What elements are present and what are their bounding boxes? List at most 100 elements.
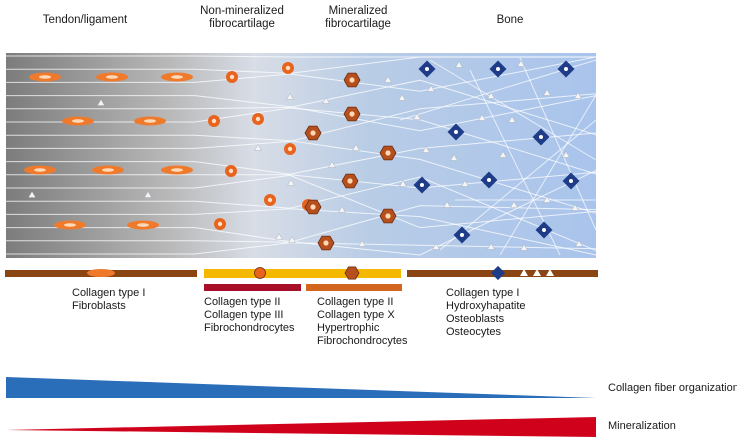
hypertrophic-nucleus — [310, 130, 316, 136]
fibroblast-nucleus — [39, 75, 51, 79]
mineral-crystal — [517, 60, 525, 67]
cells — [24, 60, 583, 251]
wedges — [6, 377, 596, 437]
bone-bar-crystal-icon — [520, 269, 528, 276]
collagen-fiber — [6, 93, 597, 149]
zone-title-min: Mineralized fibrocartilage — [308, 5, 408, 31]
caption-tendon: Collagen type I Fibroblasts — [72, 287, 145, 313]
zone-title-line: fibrocartilage — [209, 18, 275, 30]
mineral-crystal — [487, 92, 495, 99]
collagen-fiber — [6, 107, 597, 175]
collagen-fiber — [6, 242, 597, 255]
mineralization-wedge — [6, 417, 596, 437]
caption-line: Collagen type I — [72, 287, 146, 299]
zone-title-bone: Bone — [475, 14, 545, 27]
hypertrophic-nucleus — [347, 178, 353, 184]
mineral-crystal — [328, 161, 336, 168]
collagen-fiber — [6, 208, 597, 256]
osteocyte-nucleus — [564, 67, 568, 71]
mineral-crystal — [144, 191, 152, 198]
mineral-crystal — [287, 179, 295, 186]
caption-line: Hydroxyhapatite — [446, 300, 526, 312]
caption-min: Collagen type II Collagen type X Hypertr… — [317, 296, 408, 348]
mineral-crystal — [499, 151, 507, 158]
collagen-fiber — [499, 94, 597, 256]
mineral-crystal — [422, 146, 430, 153]
caption-nonmin: Collagen type II Collagen type III Fibro… — [204, 296, 295, 335]
tendon-bar-fibroblast-icon — [87, 269, 115, 277]
osteocyte-nucleus — [425, 67, 429, 71]
mineral-crystal — [322, 97, 330, 104]
caption-line: Collagen type X — [317, 309, 395, 321]
fibrochondrocyte-nucleus — [211, 118, 217, 124]
min-bar-cell-icon — [344, 266, 360, 280]
hypertrophic-nucleus — [349, 111, 355, 117]
fibrochondrocyte-nucleus — [229, 74, 235, 80]
fibroblast-nucleus — [64, 223, 76, 227]
osteocyte-nucleus — [539, 135, 543, 139]
collagen-fiber — [6, 171, 597, 189]
mineral-crystal — [97, 99, 105, 106]
mineral-crystal — [478, 114, 486, 121]
fibroblast-nucleus — [34, 168, 46, 172]
mineral-crystal — [455, 61, 463, 68]
collagen-fiber — [6, 174, 597, 229]
tissue-background — [6, 53, 596, 258]
osteocyte-nucleus — [569, 179, 573, 183]
collagen-fiber — [6, 176, 597, 252]
osteocyte-nucleus — [496, 67, 500, 71]
mineral-crystal — [254, 144, 262, 151]
mineral-crystal — [571, 204, 579, 211]
collagen-fiber — [6, 79, 597, 136]
osteocyte-nucleus — [454, 130, 458, 134]
fibrochondrocyte-nucleus — [267, 197, 273, 203]
fibrochondrocyte-nucleus — [285, 65, 291, 71]
mineral-crystal — [543, 89, 551, 96]
caption-line: Fibrochondrocytes — [317, 335, 408, 347]
caption-line: Fibrochondrocytes — [204, 322, 295, 334]
mineral-crystal — [575, 240, 583, 247]
zone-title-line: Mineralized — [328, 5, 388, 17]
mineral-crystal — [520, 244, 528, 251]
zone-title-tendon: Tendon/ligament — [30, 14, 140, 27]
osteocyte-nucleus — [487, 178, 491, 182]
zone-title-line: Bone — [496, 14, 524, 26]
collagen-fiber — [439, 119, 597, 251]
fibrochondrocyte-nucleus — [287, 146, 293, 152]
mineral-crystal — [358, 240, 366, 247]
mineral-crystal — [352, 144, 360, 151]
osteocyte-nucleus — [420, 183, 424, 187]
mineral-crystal — [384, 76, 392, 83]
caption-bone: Collagen type I Hydroxyhapatite Osteobla… — [446, 287, 526, 339]
osteocyte-nucleus — [542, 228, 546, 232]
mineral-crystal — [28, 191, 36, 198]
fibroblast-nucleus — [171, 168, 183, 172]
min-accent-bar — [306, 284, 402, 291]
nonmin-accent-bar — [204, 284, 301, 291]
mineral-crystal — [398, 94, 406, 101]
mineral-crystal — [508, 116, 516, 123]
zone-title-line: Tendon/ligament — [42, 14, 128, 26]
hypertrophic-nucleus — [385, 150, 391, 156]
zone-bars — [5, 265, 598, 291]
osteocyte-nucleus — [460, 233, 464, 237]
bone-bar-crystal-icon — [533, 269, 541, 276]
zone-title-nonmin: Non-mineralized fibrocartilage — [192, 5, 292, 31]
mineral-crystal — [286, 93, 294, 100]
zone-title-line: fibrocartilage — [325, 18, 391, 30]
caption-line: Collagen type II — [204, 296, 281, 308]
caption-line: Collagen type I — [446, 287, 520, 299]
caption-line: Collagen type II — [317, 296, 394, 308]
hypertrophic-nucleus — [310, 204, 316, 210]
caption-line: Osteocytes — [446, 326, 502, 338]
bone-bar-osteocyte-icon — [490, 265, 506, 281]
mineral-crystal — [443, 201, 451, 208]
mineral-crystal — [510, 201, 518, 208]
mineral-crystal — [450, 154, 458, 161]
fibroblast-nucleus — [144, 119, 156, 123]
collagen-fiber — [6, 134, 597, 214]
mineral-crystal — [574, 92, 582, 99]
mineral-wedge-label: Mineralization — [608, 420, 676, 432]
collagen-fiber — [6, 56, 597, 92]
